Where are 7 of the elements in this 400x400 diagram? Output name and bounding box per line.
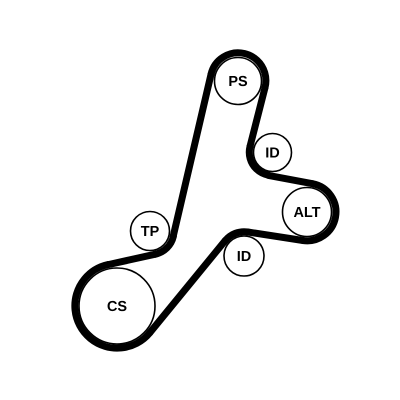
belt	[146, 236, 229, 336]
pulley: ID	[223, 235, 265, 277]
pulley: CS	[78, 267, 156, 345]
pulley: PS	[214, 56, 262, 106]
pulley: ALT	[282, 186, 332, 238]
pulley: ID	[252, 132, 292, 172]
pulley: TP	[130, 210, 170, 252]
